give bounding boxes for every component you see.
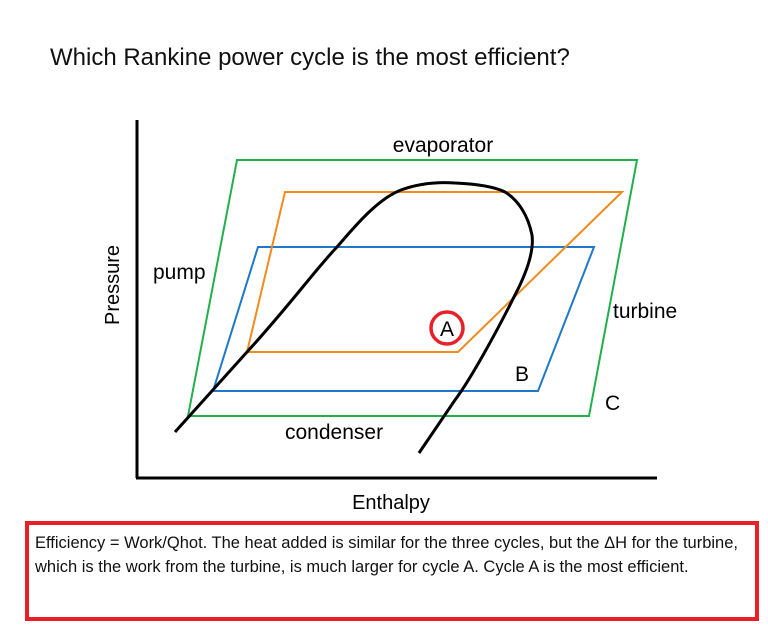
- answer-text: Efficiency = Work/Qhot. The heat added i…: [35, 534, 738, 576]
- cycle-a-label: A: [440, 318, 454, 341]
- answer-box: Efficiency = Work/Qhot. The heat added i…: [25, 521, 759, 621]
- cycle-c-path: [186, 159, 639, 417]
- condenser-label: condenser: [285, 421, 383, 444]
- turbine-label: turbine: [613, 300, 677, 323]
- x-axis-label: Enthalpy: [352, 492, 430, 514]
- y-axis-label: Pressure: [102, 245, 124, 325]
- evaporator-label: evaporator: [393, 134, 493, 157]
- cycle-c-label: C: [605, 392, 620, 415]
- cycle-b-path: [211, 246, 596, 392]
- saturation-dome: [173, 181, 534, 454]
- pump-label: pump: [153, 261, 206, 284]
- cycle-a-path: [245, 191, 625, 353]
- cycle-b-label: B: [515, 363, 529, 386]
- cycle-a-highlight-circle: [429, 310, 465, 346]
- question-title: Which Rankine power cycle is the most ef…: [50, 44, 570, 71]
